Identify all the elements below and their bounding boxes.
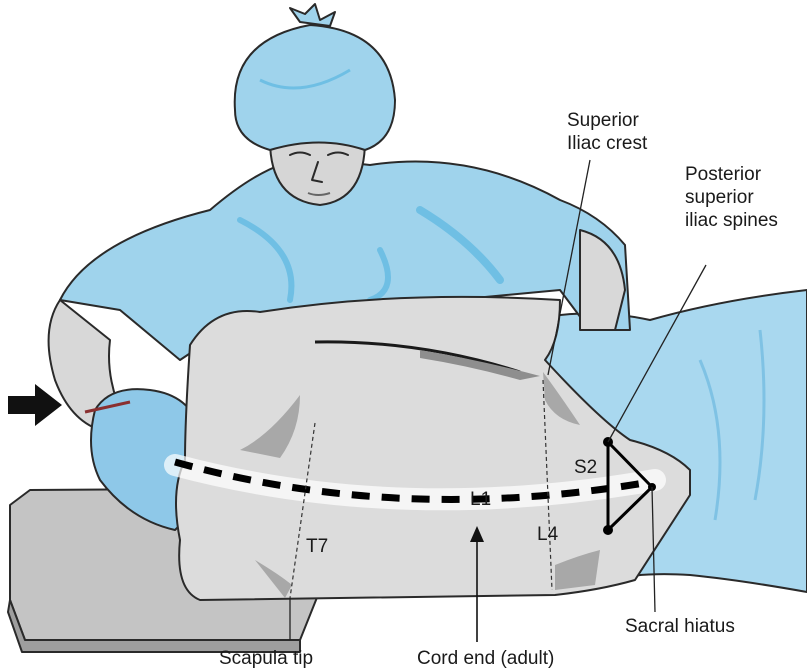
label-l4: L4 xyxy=(537,524,559,545)
label-cord-end: Cord end (adult) xyxy=(417,648,554,669)
label-superior-iliac-crest: Superior Iliac crest xyxy=(567,110,648,154)
label-scapula-tip: Scapula tip xyxy=(219,648,313,669)
label-posterior-superior-iliac-spines: Posterior superior iliac spines xyxy=(685,164,778,231)
label-sacral-hiatus: Sacral hiatus xyxy=(625,616,735,637)
push-arrow-icon xyxy=(8,384,62,426)
label-s2: S2 xyxy=(574,457,597,478)
cap-tie xyxy=(290,4,335,26)
psis-dot xyxy=(603,525,613,535)
label-l1: L1 xyxy=(470,489,491,510)
surgical-cap xyxy=(235,25,395,150)
label-t7: T7 xyxy=(306,536,328,557)
